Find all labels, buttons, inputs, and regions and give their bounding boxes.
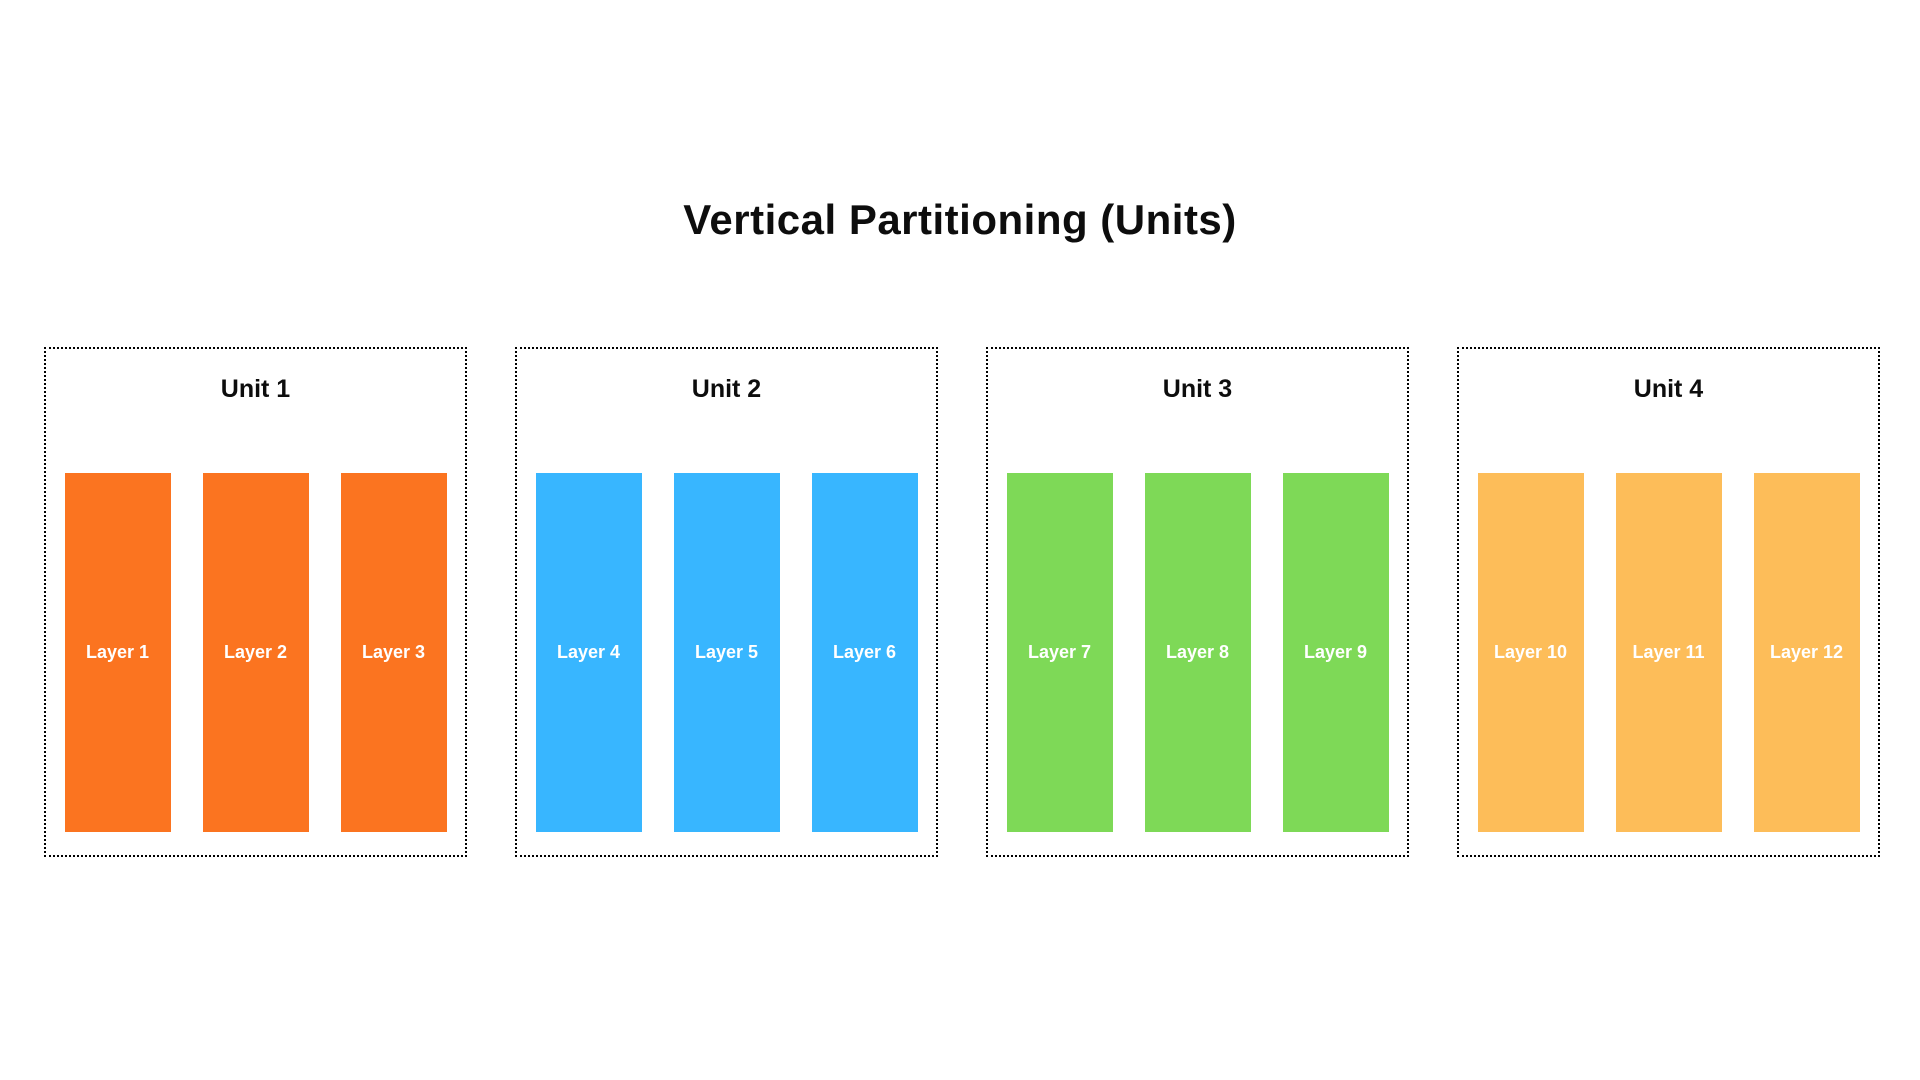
layer-label: Layer 9: [1303, 642, 1368, 662]
layers-row: Layer 1 Layer 2 Layer 3: [46, 473, 465, 832]
units-row: Unit 1 Layer 1 Layer 2 Layer 3 Unit 2 La…: [44, 347, 1880, 857]
layer-bar: Layer 2: [202, 473, 309, 832]
layer-label: Layer 8: [1165, 642, 1230, 662]
unit-box-2: Unit 2 Layer 4 Layer 5 Layer 6: [515, 347, 938, 857]
diagram-title: Vertical Partitioning (Units): [683, 196, 1237, 243]
layer-bar: Layer 1: [64, 473, 171, 832]
layer-label: Layer 2: [223, 642, 288, 662]
layer-label: Layer 6: [832, 642, 897, 662]
layer-label: Layer 7: [1027, 642, 1092, 662]
unit-box-1: Unit 1 Layer 1 Layer 2 Layer 3: [44, 347, 467, 857]
layer-bar: Layer 7: [1006, 473, 1113, 832]
layers-row: Layer 7 Layer 8 Layer 9: [988, 473, 1407, 832]
layer-bar: Layer 12: [1753, 473, 1860, 832]
layers-row: Layer 4 Layer 5 Layer 6: [517, 473, 936, 832]
layers-row: Layer 10 Layer 11 Layer 12: [1459, 473, 1878, 832]
layer-bar: Layer 11: [1615, 473, 1722, 832]
layer-label: Layer 5: [694, 642, 759, 662]
unit-label: Unit 3: [1162, 375, 1233, 403]
layer-bar: Layer 9: [1282, 473, 1389, 832]
layer-bar: Layer 8: [1144, 473, 1251, 832]
unit-box-3: Unit 3 Layer 7 Layer 8 Layer 9: [986, 347, 1409, 857]
layer-bar: Layer 5: [673, 473, 780, 832]
layer-label: Layer 10: [1493, 642, 1568, 662]
unit-label: Unit 2: [691, 375, 762, 403]
layer-label: Layer 3: [361, 642, 426, 662]
layer-bar: Layer 10: [1477, 473, 1584, 832]
layer-bar: Layer 3: [340, 473, 447, 832]
layer-label: Layer 4: [556, 642, 621, 662]
layer-label: Layer 1: [85, 642, 150, 662]
unit-label: Unit 4: [1633, 375, 1704, 403]
layer-bar: Layer 4: [535, 473, 642, 832]
unit-box-4: Unit 4 Layer 10 Layer 11 Layer 12: [1457, 347, 1880, 857]
unit-label: Unit 1: [220, 375, 291, 403]
layer-label: Layer 12: [1769, 642, 1844, 662]
layer-bar: Layer 6: [811, 473, 918, 832]
layer-label: Layer 11: [1632, 642, 1705, 662]
